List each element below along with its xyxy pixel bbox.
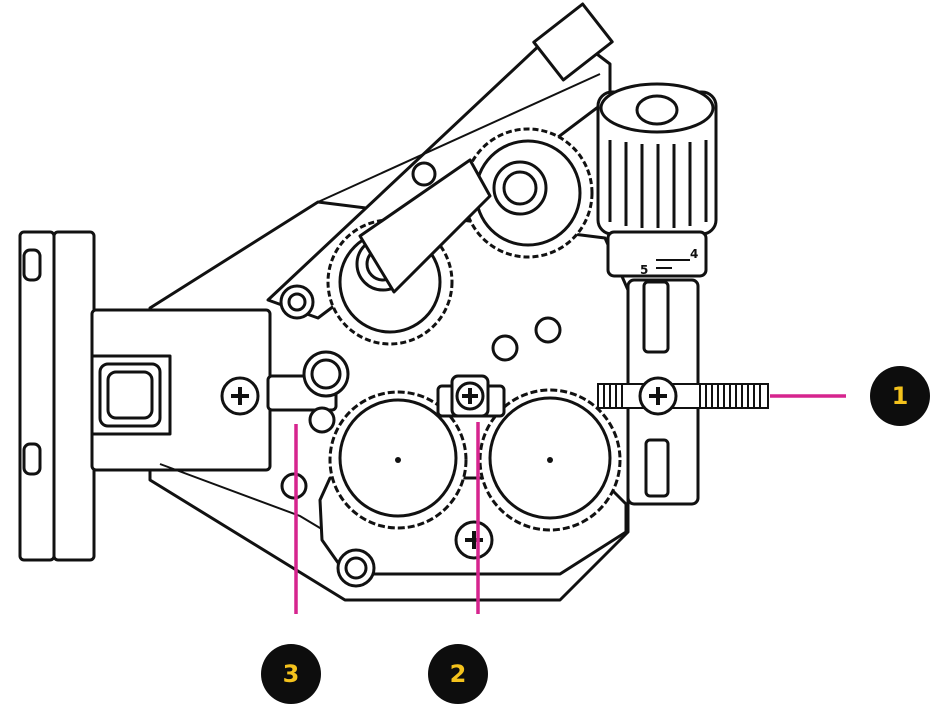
wire-guide: [266, 374, 506, 418]
leader-lines: [294, 394, 846, 614]
dial-mark-upper: 4: [690, 247, 698, 261]
holes: [280, 316, 562, 500]
callout-3-label: 3: [283, 660, 300, 688]
callout-badge-2: 2: [428, 644, 488, 704]
dial-mark-lower: 5: [640, 263, 648, 277]
screw-lower-left: [336, 548, 376, 588]
callout-2-label: 2: [450, 660, 467, 688]
screw-left: [220, 376, 260, 416]
tension-bracket: [597, 278, 769, 506]
callout-1-label: 1: [892, 382, 909, 410]
tension-knob: 4 5: [596, 82, 718, 278]
callout-badge-1: 1: [870, 366, 930, 426]
upper-roller-rear: [462, 127, 594, 259]
screw-upper-mid: [302, 350, 350, 398]
drive-roller-right: [478, 388, 622, 532]
upper-roller-front: [326, 158, 492, 346]
callout-badge-3: 3: [261, 644, 321, 704]
mounting-flange: [18, 230, 96, 562]
inlet-guide-block: [90, 308, 331, 535]
screw-bottom: [454, 520, 494, 560]
